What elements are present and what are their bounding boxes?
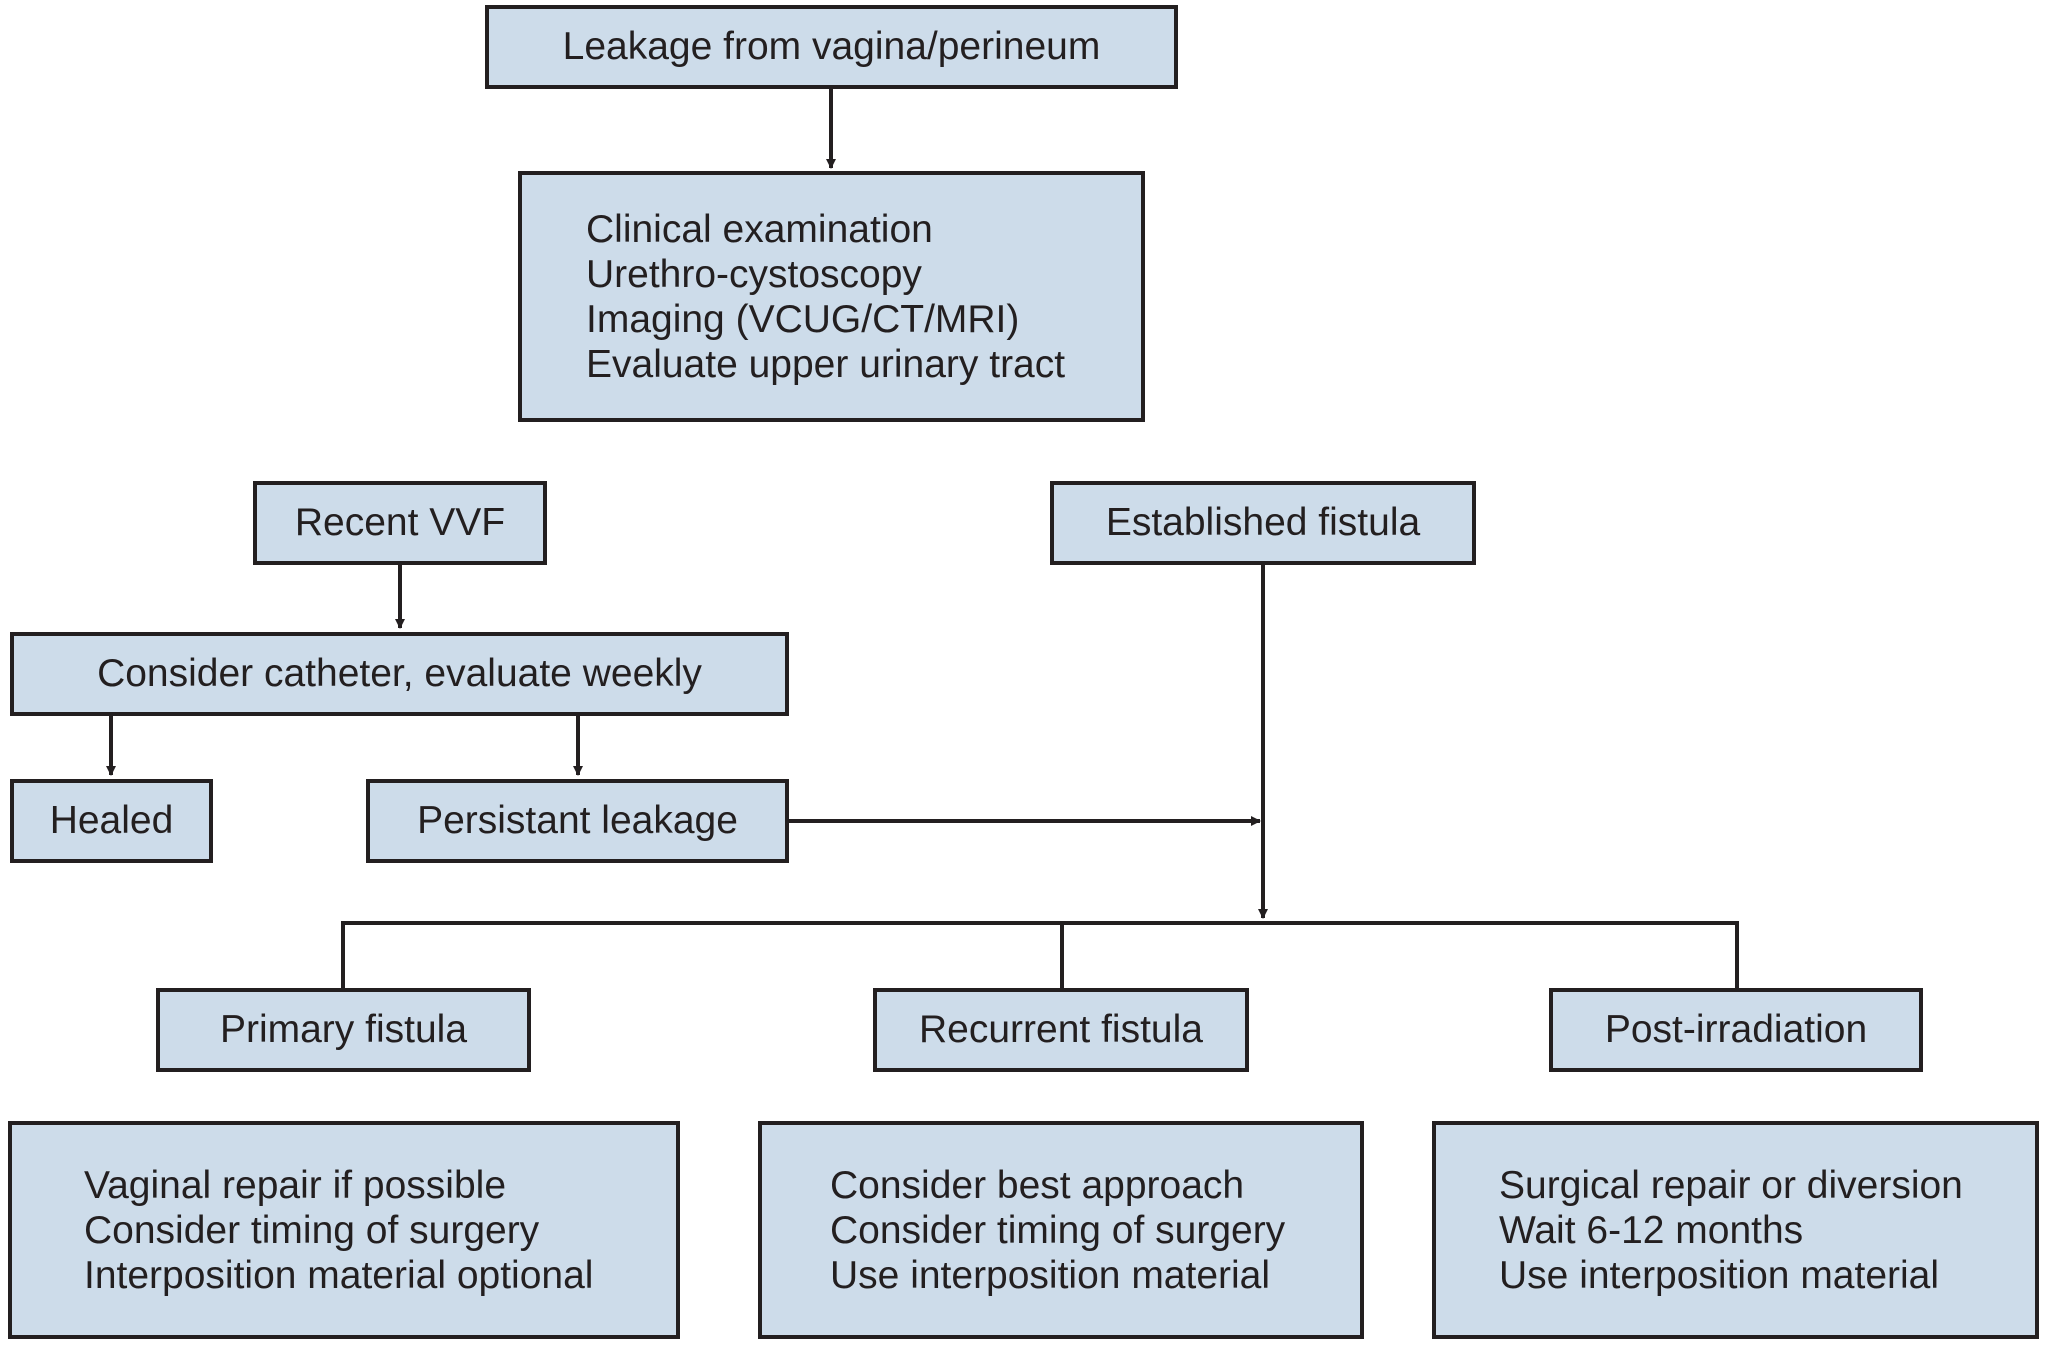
post-irradiation-node: Post-irradiation [1549, 988, 1923, 1072]
irradiation-plan-node: Surgical repair or diversion Wait 6-12 m… [1432, 1121, 2039, 1339]
plan-item: Consider timing of surgery [84, 1208, 540, 1252]
primary-fistula-node: Primary fistula [156, 988, 531, 1072]
plan-item: Consider best approach [830, 1163, 1245, 1207]
start-node: Leakage from vagina/perineum [485, 5, 1178, 89]
workup-item: Imaging (VCUG/CT/MRI) [586, 297, 1020, 341]
recurrent-fistula-node: Recurrent fistula [873, 988, 1249, 1072]
plan-item: Use interposition material [830, 1253, 1271, 1297]
plan-item: Consider timing of surgery [830, 1208, 1286, 1252]
plan-item: Vaginal repair if possible [84, 1163, 507, 1207]
primary-plan-node: Vaginal repair if possible Consider timi… [8, 1121, 680, 1339]
workup-item: Clinical examination [586, 207, 933, 251]
plan-item: Wait 6-12 months [1499, 1208, 1804, 1252]
plan-item: Use interposition material [1499, 1253, 1940, 1297]
recurrent-plan-node: Consider best approach Consider timing o… [758, 1121, 1364, 1339]
plan-item: Surgical repair or diversion [1499, 1163, 1963, 1207]
catheter-node: Consider catheter, evaluate weekly [10, 632, 789, 716]
healed-node: Healed [10, 779, 213, 863]
workup-node: Clinical examination Urethro-cystoscopy … [518, 171, 1145, 422]
plan-item: Interposition material optional [84, 1253, 594, 1297]
workup-item: Evaluate upper urinary tract [586, 342, 1066, 386]
persistent-leakage-node: Persistant leakage [366, 779, 789, 863]
established-fistula-node: Established fistula [1050, 481, 1476, 565]
workup-item: Urethro-cystoscopy [586, 252, 922, 296]
recent-vvf-node: Recent VVF [253, 481, 547, 565]
